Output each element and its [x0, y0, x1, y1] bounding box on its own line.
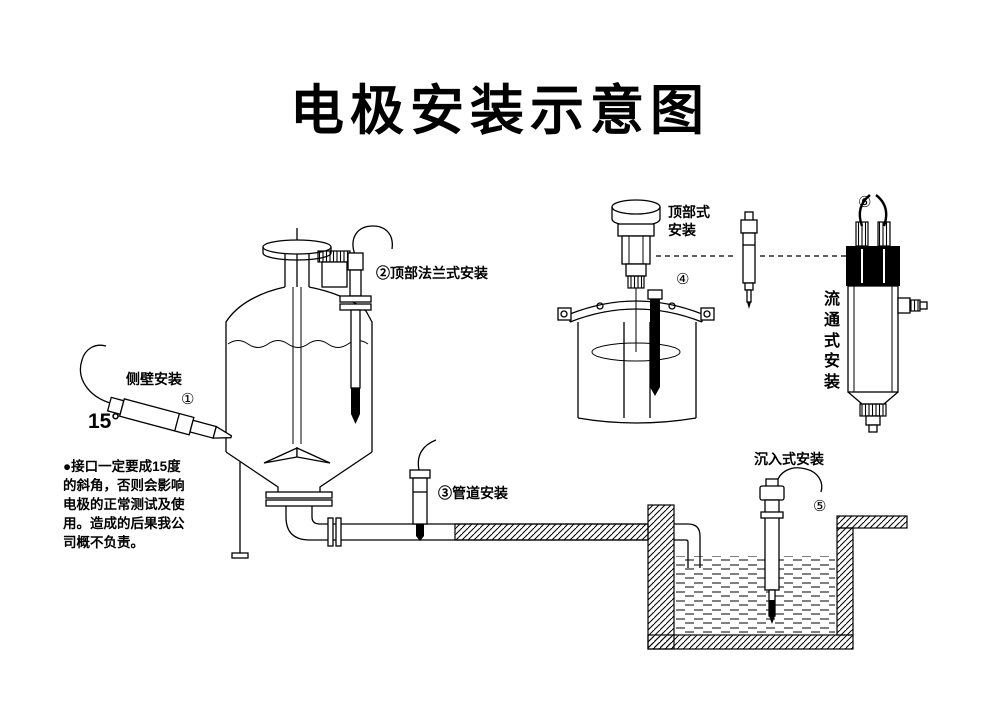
main-tank — [225, 228, 649, 559]
flow-cell — [846, 194, 928, 433]
lid-bolt — [668, 302, 676, 310]
vessel-lid — [569, 300, 703, 315]
warning-note: ●接口一定要成15度 的斜角，否则会影响 电极的正常测试及使 用。造成的后果我公… — [63, 457, 185, 552]
label-top-type: 顶部式安装 — [668, 204, 710, 239]
pipeline-electrode-cable — [417, 439, 437, 471]
label-top-flange: ②顶部法兰式安装 — [376, 265, 488, 281]
page-title: 电极安装示意图 — [290, 81, 710, 141]
outlet-elbow — [674, 523, 701, 568]
top-flange-cable — [352, 225, 393, 256]
warning-line: 电极的正常测试及使 — [63, 497, 185, 512]
ground-surface — [836, 515, 908, 529]
immersion-electrode-cable — [775, 467, 823, 493]
top-flange-electrode — [339, 225, 393, 424]
warning-line: 用。造成的后果我公 — [63, 516, 185, 531]
side-electrode — [79, 344, 233, 439]
lid-bolt — [560, 310, 568, 318]
label-pipeline: ③管道安装 — [438, 485, 508, 501]
stirrer-blade — [263, 446, 298, 464]
vessel-electrode — [650, 299, 660, 387]
label-angle-15: 15° — [88, 410, 120, 433]
pipe-flange — [327, 517, 334, 547]
marker-1: ① — [181, 391, 195, 408]
drain-pipe — [285, 516, 648, 541]
flow-cell-cable — [875, 194, 888, 227]
label-immersion: 沉入式安装 — [754, 451, 824, 467]
flow-cell-body — [847, 285, 899, 393]
marker-4: ④ — [676, 271, 690, 288]
side-electrode-cable — [79, 344, 111, 404]
vent-cap — [317, 250, 351, 263]
pipeline-electrode — [409, 439, 437, 541]
warning-line: ●接口一定要成15度 — [63, 459, 181, 474]
side-port — [897, 297, 911, 314]
pipe-hatched-section — [454, 523, 649, 541]
cable-connector — [877, 221, 891, 247]
bottom-flange — [265, 491, 333, 499]
immersion-electrode — [759, 467, 823, 624]
cable-connector — [855, 221, 869, 247]
warning-line: 司概不负责。 — [63, 535, 144, 550]
pit-left-wall — [647, 504, 675, 650]
warning-line: 的斜角，否则会影响 — [63, 478, 185, 493]
pit-floor — [647, 634, 854, 650]
pit-liquid — [676, 556, 835, 633]
bottom-nut — [859, 403, 887, 417]
pit-right-wall — [836, 527, 854, 636]
flow-cell-cap — [846, 246, 900, 286]
marker-6: ⑥ — [858, 194, 872, 211]
immersion-pit — [647, 504, 908, 650]
electrode-flange — [339, 295, 372, 303]
vessel-liquid-level — [591, 342, 681, 362]
label-flow-through: 流通式安装 — [824, 291, 841, 392]
standalone-electrode — [740, 211, 758, 309]
lid-bolt — [596, 302, 604, 310]
top-mount-vessel — [557, 199, 715, 424]
label-side-wall: 侧壁安装 — [126, 371, 182, 387]
liquid-level-wave — [227, 340, 369, 348]
lid-bolt — [703, 310, 711, 318]
marker-5: ⑤ — [813, 498, 827, 515]
tank-foot — [231, 552, 249, 559]
stirrer-blade — [296, 446, 331, 464]
